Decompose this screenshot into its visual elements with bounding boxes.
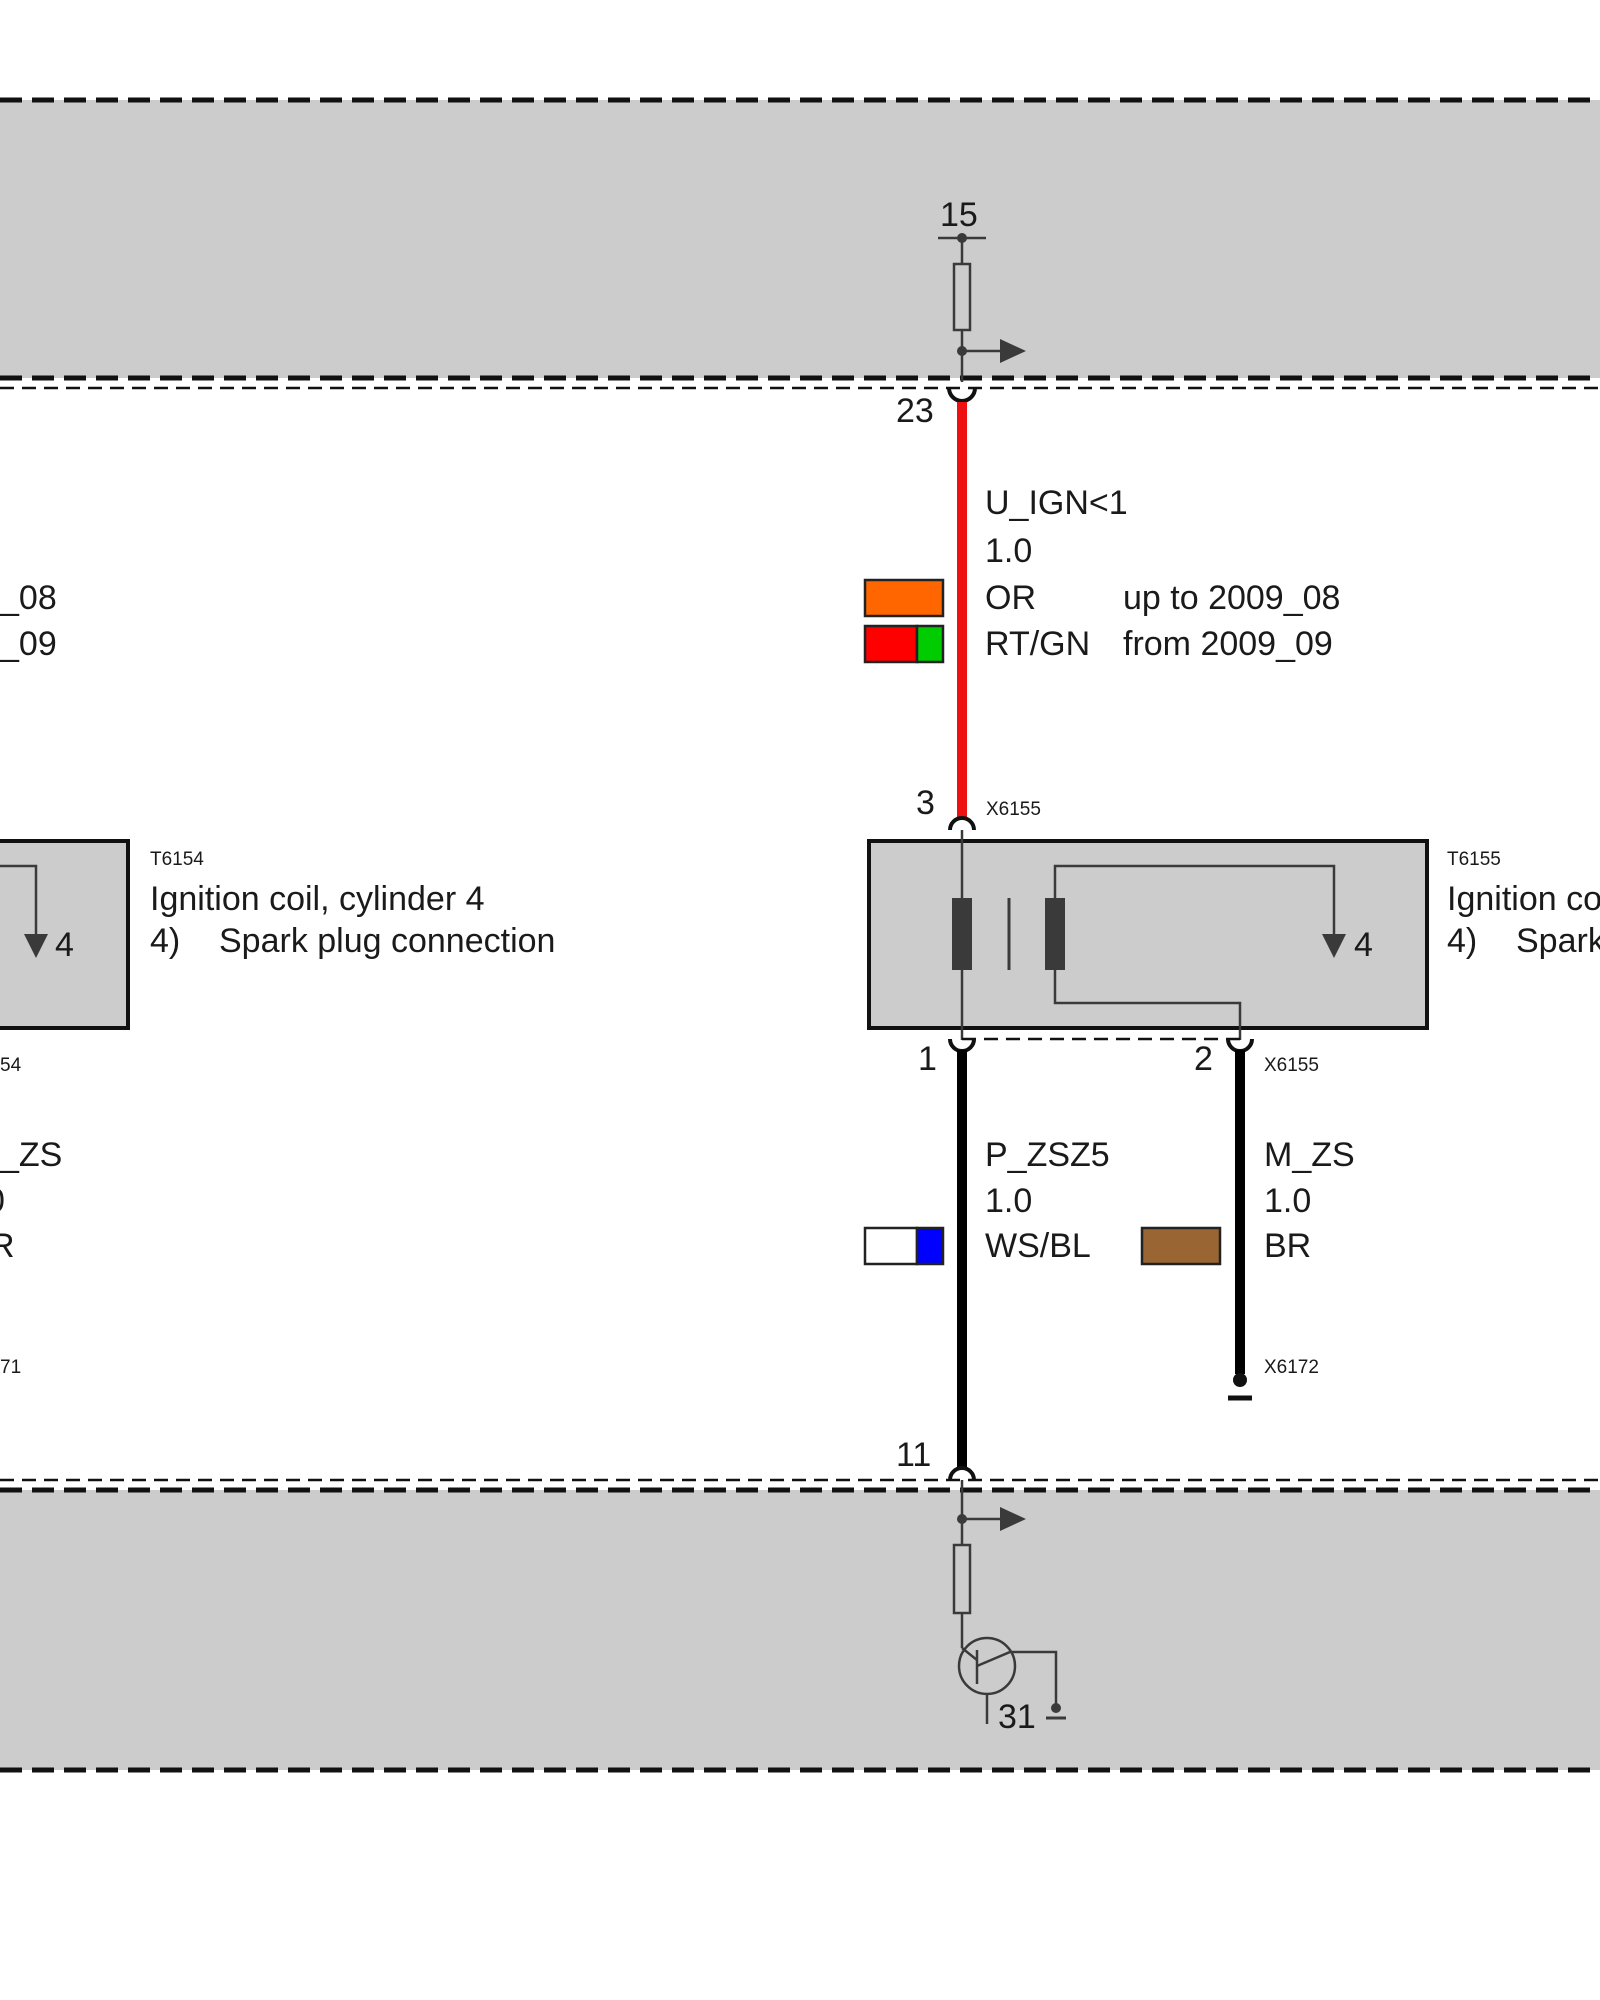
wire-p-zsz5-signal: P_ZSZ5 — [985, 1136, 1110, 1174]
left-ground-fragment: 71 — [0, 1357, 21, 1378]
wire-m-zs-cross-section: 1.0 — [1264, 1182, 1311, 1220]
color-swatch-br — [1140, 1226, 1222, 1266]
coil-pin-2-socket-icon — [1226, 1038, 1254, 1053]
coil-connector-top-label: X6155 — [986, 799, 1041, 820]
coil-t6154-body — [0, 839, 130, 1030]
transistor-ground-node — [1051, 1703, 1061, 1713]
wire-m-zs-signal: M_ZS — [1264, 1136, 1355, 1174]
coil-pin-1-socket-icon — [948, 1038, 976, 1053]
coil-note-text: Spark — [1516, 922, 1600, 960]
coil-t6154-note-text: Spark plug connection — [219, 922, 555, 960]
coil-note-number: 4) — [1447, 922, 1477, 960]
wire-u-ign-color-2: RT/GN — [985, 625, 1090, 663]
secondary-ground-path — [1053, 970, 1242, 1040]
wire-m-zs: M_ZS 1.0 BR X6172 — [1140, 1050, 1355, 1401]
pin-23-label: 23 — [896, 392, 934, 430]
bottom-control-module: 11 31 — [0, 1436, 1600, 1773]
coil-pin-3-socket-icon — [948, 816, 976, 831]
wire-u-ign-color-1: OR — [985, 579, 1036, 617]
wire-u-ign-signal: U_IGN<1 — [985, 484, 1128, 522]
coil-pin-2-label: 2 — [1194, 1040, 1213, 1078]
coil-pin-1-label: 1 — [918, 1040, 937, 1078]
coil-title: Ignition co — [1447, 880, 1600, 918]
wire-u-ign-validity-1: up to 2009_08 — [1123, 579, 1340, 617]
wire-u-ign-validity-2: from 2009_09 — [1123, 625, 1333, 663]
left-validity-2: _09 — [0, 625, 57, 663]
transistor-emitter — [976, 1650, 1011, 1668]
wire-p-zsz5-color: WS/BL — [985, 1227, 1091, 1265]
wire-u-ign: 23 U_IGN<1 1.0 OR up to 2009_08 RT/GN fr… — [863, 387, 1340, 820]
wire-p-zsz5: P_ZSZ5 1.0 WS/BL — [863, 1050, 1110, 1468]
ground-point-icon — [1233, 1373, 1247, 1387]
coil-t6154-arrow-icon — [24, 934, 48, 958]
coil-t6154-component-code: T6154 — [150, 849, 204, 870]
coil-component-code: T6155 — [1447, 849, 1501, 870]
left-connector-fragment: 54 — [0, 1055, 22, 1076]
pin-11-socket-icon — [948, 1466, 976, 1481]
color-swatch-gn — [915, 624, 945, 664]
transistor-collector — [961, 1647, 978, 1661]
secondary-output-path — [1053, 864, 1336, 934]
pin-11-label: 11 — [896, 1436, 931, 1474]
wire-p-zsz5-cross-section: 1.0 — [985, 1182, 1032, 1220]
ignition-coil-t6154: 4 T6154 Ignition coil, cylinder 4 4) Spa… — [0, 579, 555, 1378]
driver-output-arrow-icon — [1000, 1507, 1026, 1531]
top-module-body — [0, 100, 1600, 378]
coil-t6154-note-number: 4) — [150, 922, 180, 960]
color-swatch-bl — [915, 1226, 945, 1266]
coil-t6154-title: Ignition coil, cylinder 4 — [150, 880, 485, 918]
coil-t6154-arrow-label: 4 — [55, 926, 74, 964]
wire-m-zs-color: BR — [1264, 1227, 1311, 1265]
top-control-module: 15 — [0, 97, 1600, 390]
pin-23-socket-icon — [947, 387, 977, 403]
primary-winding-icon — [952, 898, 972, 970]
coil-arrow-label: 4 — [1354, 926, 1373, 964]
left-signal-fragment: _ZS — [0, 1136, 62, 1174]
left-cross-section-fragment: 0 — [0, 1182, 5, 1220]
terminal-15-label: 15 — [940, 196, 978, 234]
bottom-module-body — [0, 1490, 1600, 1770]
wire-u-ign-cross-section: 1.0 — [985, 532, 1032, 570]
coil-connector-bottom-label: X6155 — [1264, 1055, 1319, 1076]
color-swatch-or — [863, 578, 945, 618]
left-color-fragment: R — [0, 1227, 15, 1265]
ground-31-label: 31 — [998, 1698, 1036, 1736]
color-swatch-ws — [863, 1226, 919, 1266]
transistor-ground-lead — [1010, 1650, 1058, 1708]
ignition-coil-t6155: 3 X6155 4 1 2 X6155 T6155 Ignition co 4)… — [867, 784, 1600, 1078]
coil-pin-3-label: 3 — [916, 784, 935, 822]
spark-plug-arrow-icon — [1322, 934, 1346, 958]
ground-connector-label: X6172 — [1264, 1357, 1319, 1378]
output-arrow-icon — [1000, 339, 1026, 363]
left-validity-1: _08 — [0, 579, 57, 617]
coil-t6154-output-path — [0, 864, 38, 934]
secondary-winding-icon — [1045, 898, 1065, 970]
color-swatch-rt — [863, 624, 919, 664]
